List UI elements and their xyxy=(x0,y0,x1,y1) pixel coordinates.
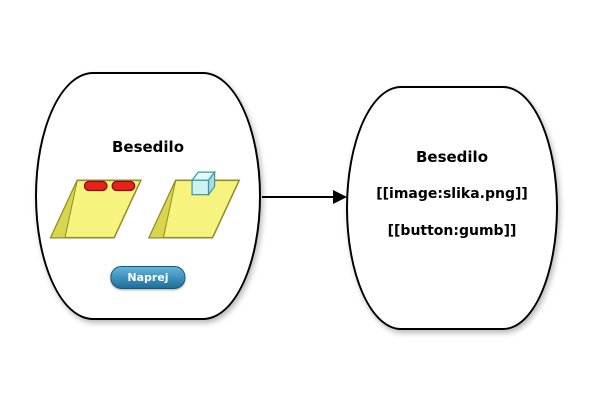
ramp-left-icon xyxy=(49,179,143,239)
left-node-title: Besedilo xyxy=(111,138,185,156)
arrow-head-icon xyxy=(333,190,347,204)
button-placeholder-text: [[button:gumb]] xyxy=(387,223,517,239)
ramp-right-icon xyxy=(147,170,241,239)
left-screen-node: Besedilo Naprej xyxy=(35,72,261,320)
right-node-title: Besedilo xyxy=(415,148,489,166)
image-placeholder-text: [[image:slika.png]] xyxy=(376,186,528,202)
red-pill-icon xyxy=(111,180,136,192)
cube-icon xyxy=(190,170,216,197)
red-pill-icon xyxy=(83,180,108,192)
naprej-button[interactable]: Naprej xyxy=(110,266,186,289)
arrow-line xyxy=(262,196,338,198)
slika-ramps-image xyxy=(49,170,241,239)
right-template-node: Besedilo [[image:slika.png]] [[button:gu… xyxy=(346,86,558,330)
